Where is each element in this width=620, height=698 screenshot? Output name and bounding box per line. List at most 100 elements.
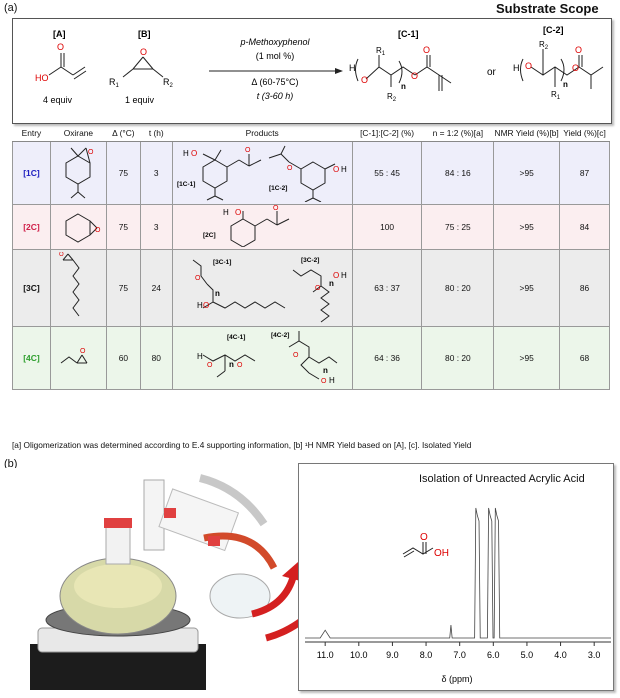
time-cell: 80 xyxy=(139,326,173,390)
svg-text:O: O xyxy=(333,165,339,174)
svg-text:O: O xyxy=(140,47,147,57)
x-tick-label: 4.0 xyxy=(554,650,567,660)
x-tick-label: 7.0 xyxy=(453,650,466,660)
svg-text:O: O xyxy=(361,75,368,85)
svg-text:O: O xyxy=(88,149,94,156)
svg-text:O: O xyxy=(287,165,293,172)
product-label-2: [4C-2] xyxy=(271,332,289,339)
svg-text:O: O xyxy=(203,301,209,310)
epoxide-structure xyxy=(122,56,164,78)
svg-text:O: O xyxy=(191,149,197,158)
time-cell: 24 xyxy=(139,249,173,327)
x-tick-label: 11.0 xyxy=(317,650,334,660)
header-yield: Yield (%)[c] xyxy=(559,124,610,142)
header-ratio: [C-1]:[C-2] (%) xyxy=(352,124,422,142)
yield-cell: 87 xyxy=(559,141,610,205)
product-label-2: [1C-2] xyxy=(269,185,287,192)
oxirane-structure: O xyxy=(49,141,107,205)
acid-oh: HO xyxy=(35,73,49,83)
header-entry: Entry xyxy=(12,124,51,142)
inset-carbonyl-o: O xyxy=(420,532,428,543)
n-ratio-cell: 84 : 16 xyxy=(421,141,495,205)
ratio-cell: 100 xyxy=(351,204,423,250)
svg-text:O: O xyxy=(411,71,418,81)
acrylic-acid-inset xyxy=(402,542,434,558)
svg-text:O: O xyxy=(245,147,251,154)
apparatus-photo xyxy=(4,468,300,690)
nmr-yield-cell: >95 xyxy=(493,249,561,327)
svg-text:H: H xyxy=(513,63,520,73)
svg-text:O: O xyxy=(59,252,64,258)
svg-text:R1: R1 xyxy=(109,77,120,89)
product-c1-structure xyxy=(355,55,452,91)
svg-text:n: n xyxy=(401,82,406,91)
temp-cell: 75 xyxy=(105,249,141,327)
nmr-title: Isolation of Unreacted Acrylic Acid xyxy=(419,473,585,485)
product-label-1: [3C-1] xyxy=(213,259,231,266)
n-ratio-cell: 75 : 25 xyxy=(421,204,495,250)
acrylic-acid-structure xyxy=(48,53,87,80)
reactant-b-equiv: 1 equiv xyxy=(125,95,155,105)
svg-text:O: O xyxy=(315,285,321,292)
reaction-scheme-drawing: O HO [A] 4 equiv O R1 R2 [B] 1 equiv p-M… xyxy=(35,25,604,105)
catalyst-loading: (1 mol %) xyxy=(256,51,295,61)
svg-text:H: H xyxy=(197,301,203,310)
svg-text:H: H xyxy=(183,149,189,158)
svg-text:n: n xyxy=(323,366,328,375)
or-text: or xyxy=(487,67,497,78)
yield-cell: 68 xyxy=(559,326,610,390)
oxirane-structure: O xyxy=(49,204,107,250)
svg-text:R1: R1 xyxy=(376,46,386,57)
header-oxirane: Oxirane xyxy=(50,124,107,142)
header-time: t (h) xyxy=(140,124,173,142)
svg-text:n: n xyxy=(329,279,334,288)
nmr-spectrum-panel: Isolation of Unreacted Acrylic Acid O OH… xyxy=(298,463,614,691)
svg-text:O: O xyxy=(423,45,430,55)
product-label: [2C] xyxy=(203,232,216,239)
figure-title: Substrate Scope xyxy=(496,1,599,16)
svg-text:R2: R2 xyxy=(539,40,549,51)
svg-text:R2: R2 xyxy=(163,77,174,89)
reactant-a-label: [A] xyxy=(53,29,66,39)
svg-text:O: O xyxy=(235,208,241,217)
temp-cell: 75 xyxy=(105,204,141,250)
time-cell: 3 xyxy=(139,204,173,250)
panel-a-label: (a) xyxy=(4,2,18,14)
svg-text:O: O xyxy=(237,362,243,369)
product-label-1: [1C-1] xyxy=(177,181,195,188)
svg-text:n: n xyxy=(563,80,568,89)
x-tick-label: 3.0 xyxy=(588,650,601,660)
reaction-scheme: O HO [A] 4 equiv O R1 R2 [B] 1 equiv p-M… xyxy=(12,18,612,124)
svg-text:O: O xyxy=(95,227,101,234)
n-ratio-cell: 80 : 20 xyxy=(421,249,495,327)
svg-text:R2: R2 xyxy=(387,92,397,103)
entry-cell: [4C] xyxy=(12,326,51,390)
svg-text:n: n xyxy=(215,289,220,298)
catalyst: p-Methoxyphenol xyxy=(239,37,310,47)
svg-text:O: O xyxy=(293,352,299,359)
header-temp: Δ (°C) xyxy=(106,124,141,142)
svg-text:H: H xyxy=(349,63,356,73)
svg-text:O: O xyxy=(525,61,532,71)
svg-text:H: H xyxy=(197,352,203,361)
nmr-yield-cell: >95 xyxy=(493,326,561,390)
product-c2-label: [C-2] xyxy=(543,25,564,35)
x-tick-label: 5.0 xyxy=(521,650,534,660)
yield-cell: 84 xyxy=(559,204,610,250)
temp-cell: 60 xyxy=(105,326,141,390)
temp-cell: 75 xyxy=(105,141,141,205)
svg-text:O: O xyxy=(195,275,201,282)
entry-cell: [3C] xyxy=(12,249,51,327)
svg-text:O: O xyxy=(273,205,279,212)
product-label-2: [3C-2] xyxy=(301,257,319,264)
header-products: Products xyxy=(172,124,353,142)
reactant-b-label: [B] xyxy=(138,29,151,39)
n-ratio-cell: 80 : 20 xyxy=(421,326,495,390)
